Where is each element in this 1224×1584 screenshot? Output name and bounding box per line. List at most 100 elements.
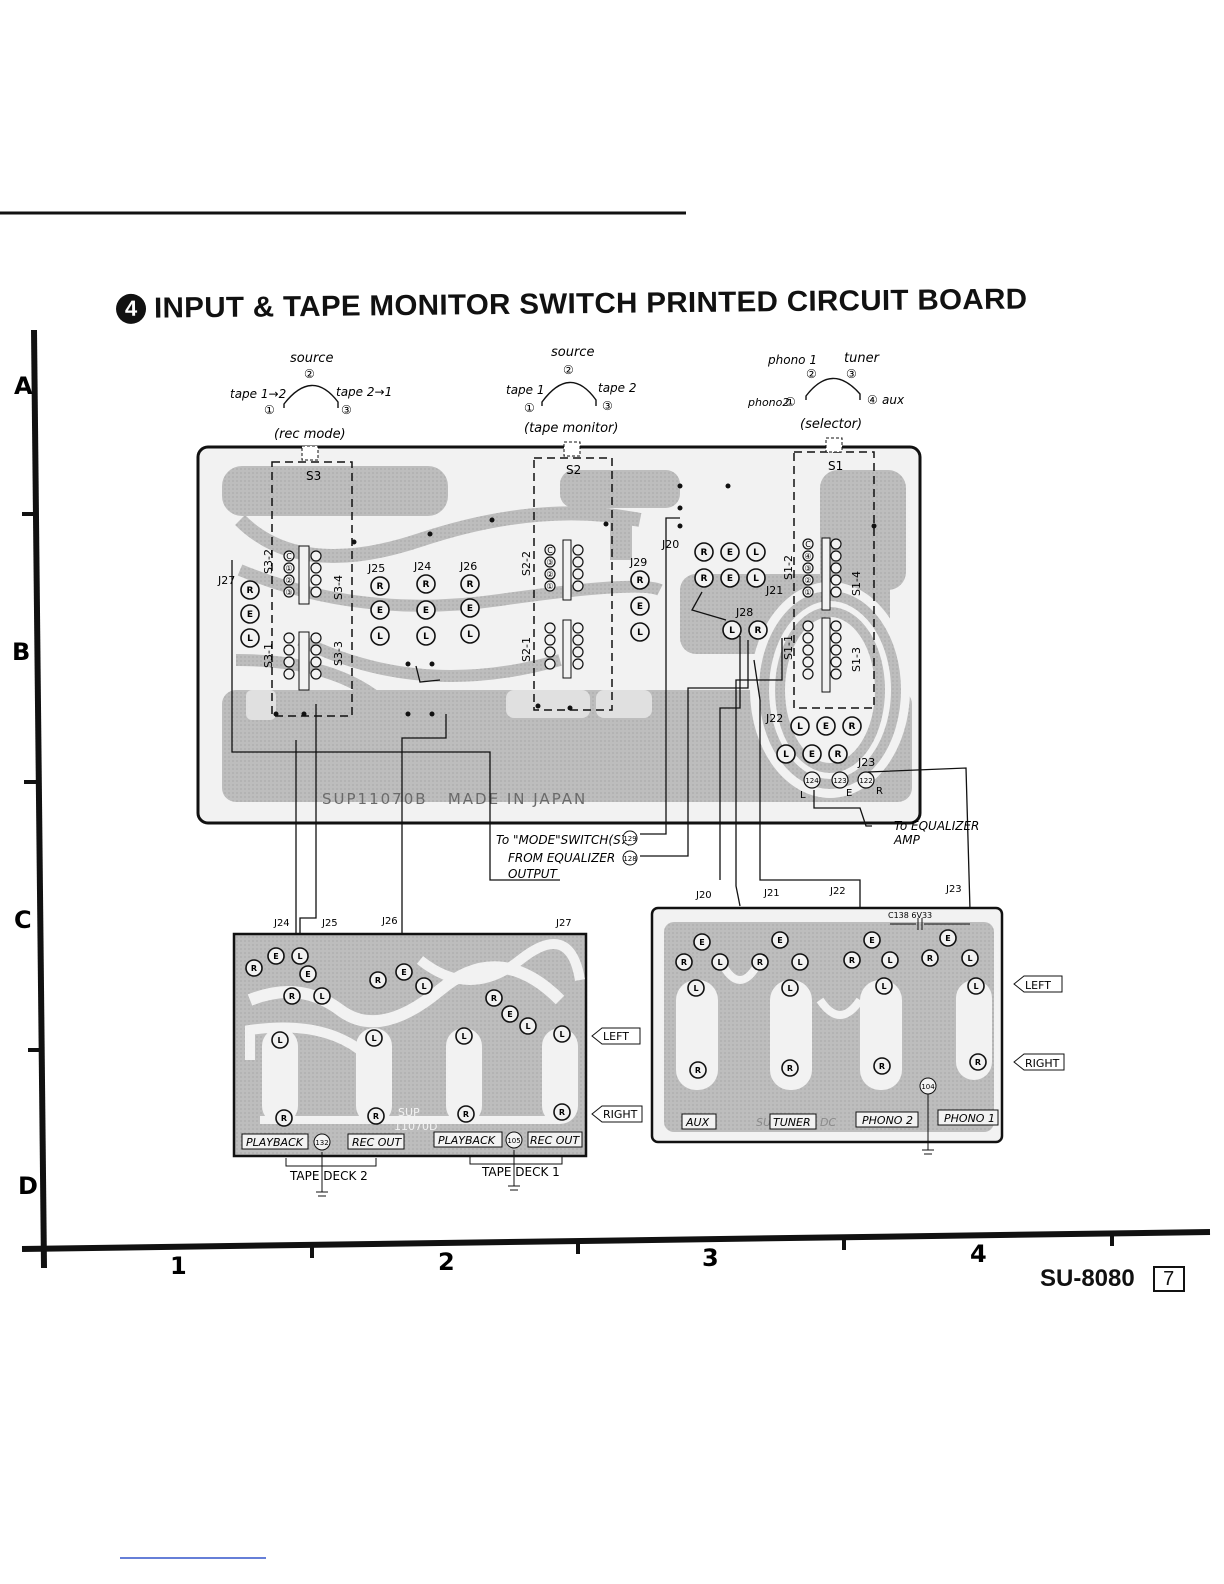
diagram-label: 104 bbox=[921, 1083, 935, 1091]
section-s1-1: S1-1 bbox=[782, 635, 795, 660]
diagram-label: 105 bbox=[507, 1137, 520, 1145]
diagram-label: L bbox=[717, 958, 722, 967]
model-footer: SU-8080 7 bbox=[1040, 1265, 1185, 1293]
diagram-label: source bbox=[290, 351, 333, 366]
diagram-label: R bbox=[491, 994, 497, 1003]
input-jack-j22: J22 bbox=[829, 886, 846, 897]
diagram-label: 122 bbox=[859, 777, 872, 785]
diagram-label: L bbox=[753, 548, 759, 558]
jack-j23-label: J23 bbox=[857, 756, 875, 769]
input-right-arrow: RIGHT bbox=[1025, 1057, 1060, 1070]
diagram-label: ④ bbox=[804, 552, 811, 561]
diagram-label: L bbox=[559, 1030, 564, 1039]
diagram-label: L bbox=[423, 632, 429, 642]
diagram-label: E bbox=[777, 936, 782, 945]
tape-deck-1-label: TAPE DECK 1 bbox=[481, 1165, 560, 1179]
input-label-aux: AUX bbox=[685, 1116, 710, 1129]
diagram-label: L bbox=[247, 634, 253, 644]
jack-j22-label: J22 bbox=[765, 712, 783, 725]
diagram-label: R bbox=[373, 1112, 379, 1121]
diagram-label: E bbox=[945, 934, 950, 943]
diagram-label: E bbox=[637, 602, 643, 612]
diagram-label: ② bbox=[304, 367, 315, 381]
section-s2-2: S2-2 bbox=[520, 551, 533, 576]
input-label-tuner: TUNER bbox=[773, 1116, 811, 1129]
diagram-label: L bbox=[525, 1022, 530, 1031]
main-board: S3 S2 S1 S3-2 S3-4 S3-1 S3-3 S2-2 S2-1 S… bbox=[196, 437, 922, 825]
input-left-arrow: LEFT bbox=[1025, 979, 1051, 992]
tape-left-arrow: LEFT bbox=[603, 1030, 629, 1043]
legend-tape-monitor: source ② tape 1 tape 2 ① ③ (tape monitor… bbox=[506, 345, 637, 436]
diagram-label: R bbox=[879, 1062, 885, 1071]
input-jack-j20: J20 bbox=[695, 890, 712, 901]
equalizer-output-label: FROM EQUALIZER bbox=[508, 851, 615, 865]
section-s1-2: S1-2 bbox=[782, 555, 795, 580]
diagram-label: SU bbox=[756, 1116, 771, 1129]
diagram-label: aux bbox=[882, 393, 905, 407]
diagram-label: ② bbox=[806, 367, 817, 381]
diagram-label: R bbox=[281, 1114, 287, 1123]
diagram-label: R bbox=[975, 1058, 981, 1067]
diagram-label: ③ bbox=[602, 399, 613, 413]
diagram-label: R bbox=[701, 548, 708, 558]
row-label-b: B bbox=[12, 638, 30, 666]
section-s3-2: S3-2 bbox=[262, 549, 275, 574]
input-label-phono2: PHONO 2 bbox=[862, 1114, 913, 1127]
diagram-label: 11070D bbox=[394, 1120, 437, 1133]
capacitor-label: C138 6V33 bbox=[888, 911, 932, 920]
diagram-label: E bbox=[727, 548, 733, 558]
equalizer-output-label-2: OUTPUT bbox=[508, 867, 559, 881]
diagram-label: tape 1 bbox=[506, 383, 545, 397]
diagram-label: L bbox=[881, 982, 886, 991]
diagram-label: E bbox=[423, 606, 429, 616]
diagram-label: E bbox=[727, 574, 733, 584]
page-number: 7 bbox=[1152, 1266, 1185, 1292]
diagram-label: L bbox=[797, 958, 802, 967]
diagram-label: ② bbox=[285, 576, 292, 585]
diagram-label: 124 bbox=[805, 777, 819, 785]
diagram-label: 128 bbox=[623, 855, 636, 863]
diagram-label: R bbox=[251, 964, 257, 973]
diagram-label: ③ bbox=[341, 403, 352, 417]
jack-j20-label: J20 bbox=[661, 538, 679, 551]
col-label-3: 3 bbox=[702, 1244, 719, 1272]
tape-label-playback-2: PLAYBACK bbox=[246, 1136, 304, 1149]
diagram-label: E bbox=[377, 606, 383, 616]
diagram-label: C bbox=[547, 546, 553, 555]
diagram-label: L bbox=[693, 984, 698, 993]
diagram-label: R bbox=[757, 958, 763, 967]
section-s1-3: S1-3 bbox=[850, 647, 863, 672]
diagram-label: L bbox=[973, 982, 978, 991]
grid-frame bbox=[21, 329, 1211, 1269]
jack-j28-label: J28 bbox=[735, 606, 753, 619]
diagram-label: R bbox=[377, 582, 384, 592]
diagram-label: ① bbox=[524, 401, 535, 415]
diagram-label: C bbox=[286, 552, 292, 561]
diagram-label: R bbox=[876, 786, 883, 797]
diagram-label: E bbox=[401, 968, 406, 977]
diagram-label: R bbox=[681, 958, 687, 967]
diagram-label: (tape monitor) bbox=[524, 421, 618, 436]
col-label-1: 1 bbox=[170, 1252, 187, 1280]
diagram-label: L bbox=[277, 1036, 282, 1045]
board-marking: SUP11070B MADE IN JAPAN bbox=[322, 790, 587, 808]
row-label-d: D bbox=[18, 1172, 38, 1200]
equalizer-amp-label: To EQUALIZER bbox=[894, 819, 979, 833]
col-label-2: 2 bbox=[438, 1248, 455, 1276]
diagram-label: phono 1 bbox=[767, 353, 817, 367]
diagram-label: (rec mode) bbox=[274, 427, 346, 442]
diagram-label: ② bbox=[804, 576, 811, 585]
row-label-a: A bbox=[14, 372, 33, 400]
diagram-label: L bbox=[729, 626, 735, 636]
diagram-label: ① bbox=[785, 395, 796, 409]
model-name: SU-8080 bbox=[1040, 1265, 1135, 1292]
diagram-label: R bbox=[787, 1064, 793, 1073]
diagram-label: E bbox=[305, 970, 310, 979]
tape-right-arrow: RIGHT bbox=[603, 1108, 638, 1121]
diagram-label: R bbox=[289, 992, 295, 1001]
diagram-label: R bbox=[423, 580, 430, 590]
section-s3-1: S3-1 bbox=[262, 643, 275, 668]
diagram-label: phono2 bbox=[747, 396, 789, 409]
diagram-label: E bbox=[507, 1010, 512, 1019]
diagram-label: ② bbox=[563, 363, 574, 377]
